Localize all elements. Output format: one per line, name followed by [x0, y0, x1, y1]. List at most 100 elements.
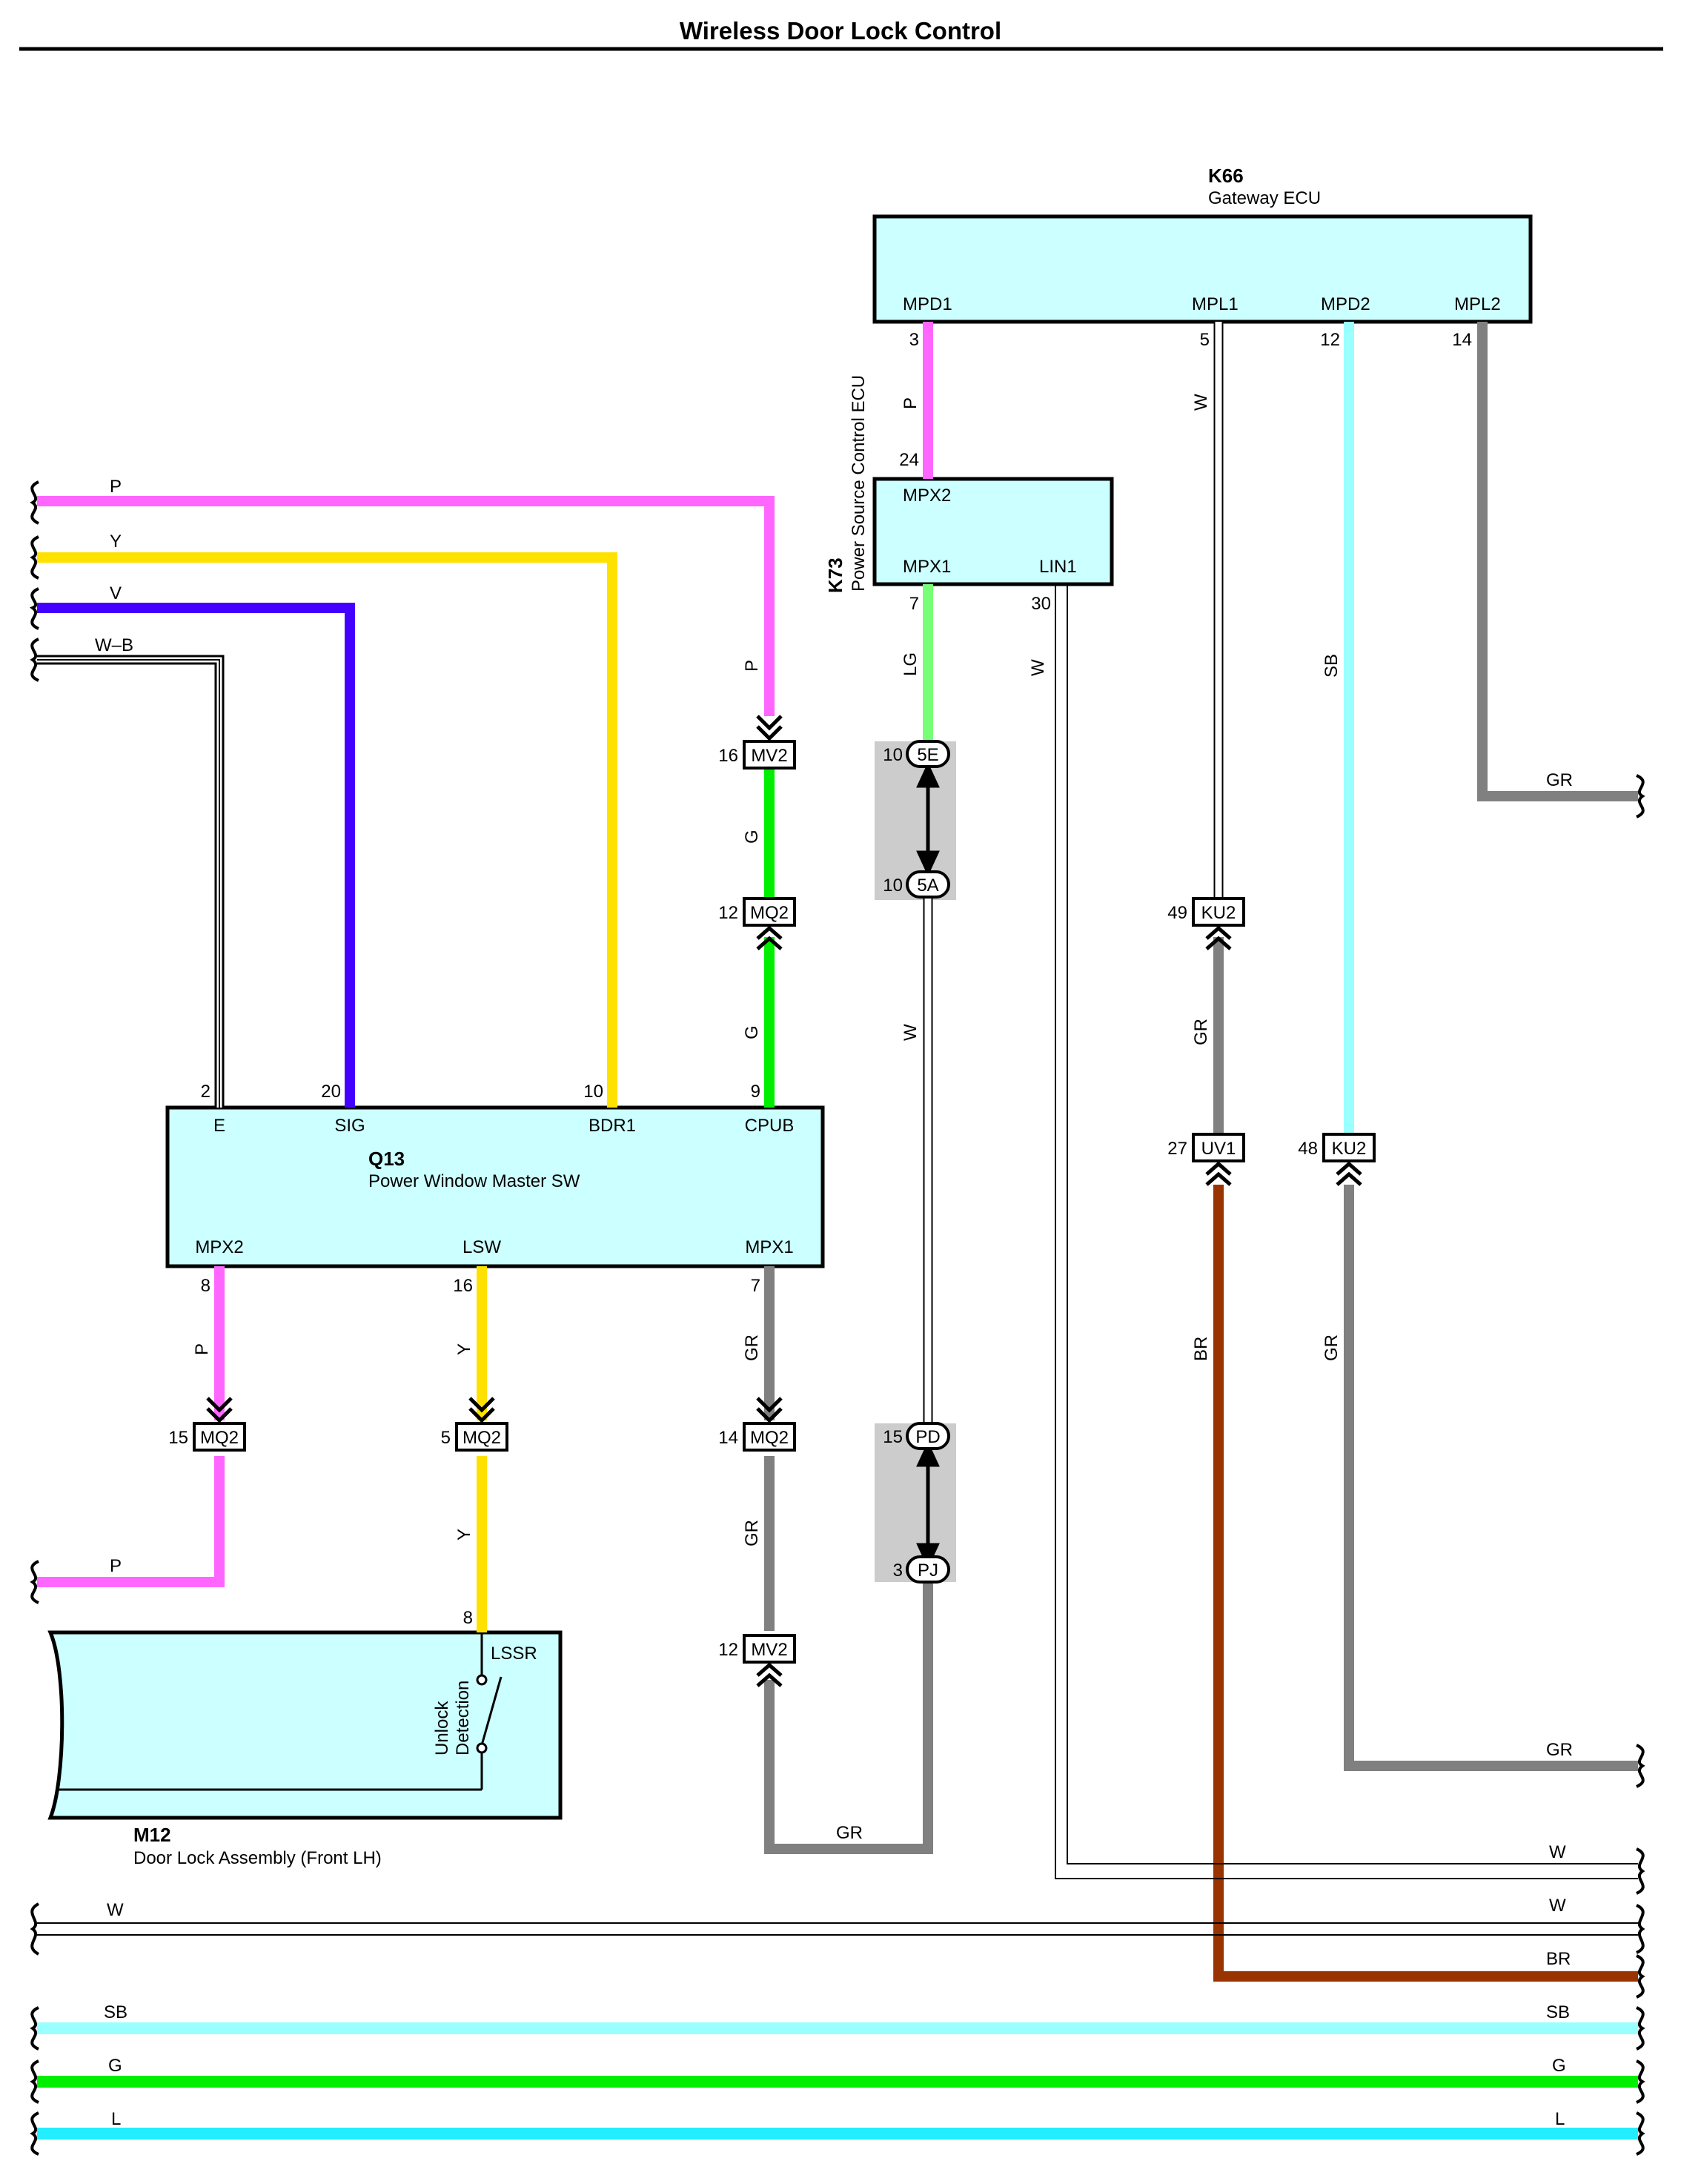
wire-label-left-y: Y	[110, 532, 122, 552]
wire-label-g-right: G	[1552, 2056, 1566, 2076]
break-mark-right-l	[1636, 2111, 1645, 2156]
power-source-pin-number-7: 7	[909, 594, 919, 614]
window-switch-pin-number-20: 20	[321, 1082, 341, 1102]
wire-label-q13-y: Y	[454, 1343, 474, 1355]
gateway-pin-number-3: 3	[909, 330, 919, 350]
chevron-mv2-12	[756, 1662, 783, 1687]
wire-label-k66-mpl1-w: W	[1191, 394, 1211, 411]
wire-label-mq2-gr-low: GR	[742, 1520, 762, 1546]
wire-label-left-v: V	[110, 583, 122, 603]
break-mark-right-g	[1636, 2059, 1645, 2104]
break-mark-left-wb	[30, 638, 39, 682]
splice-5a	[906, 870, 950, 899]
door-lock-switch-label-1: Unlock	[432, 1701, 452, 1756]
connector-mv2-12	[743, 1634, 796, 1664]
break-mark-left-p-low	[30, 1560, 39, 1604]
diagram-title: Wireless Door Lock Control	[680, 17, 1001, 44]
power-source-pin-mpx1: MPX1	[903, 557, 951, 577]
break-mark-right-br	[1636, 1954, 1645, 1999]
splice-arrowhead-lower-bottom	[916, 1543, 940, 1569]
wire-label-k73-lg: LG	[901, 652, 921, 676]
connector-mq2-12	[743, 897, 796, 927]
door-lock-switch-label-2: Detection	[453, 1681, 473, 1756]
wire-label-g-low: G	[742, 1025, 762, 1039]
window-switch-pin-mpx1: MPX1	[745, 1237, 793, 1257]
connector-id-mv2-12: MV2	[751, 1640, 787, 1660]
gateway-pin-mpd2: MPD2	[1321, 294, 1370, 314]
wire-label-l-right: L	[1555, 2109, 1565, 2129]
window-master-switch-box	[165, 1105, 825, 1268]
connector-id-uv1-27: UV1	[1201, 1139, 1236, 1159]
break-mark-right-w-2	[1636, 1904, 1645, 1954]
wire-label-w-right-2: W	[1549, 1896, 1566, 1916]
window-switch-pin-number-7: 7	[751, 1276, 760, 1296]
wire-wb-left-to-e-core	[37, 659, 220, 1108]
gateway-pin-number-12: 12	[1320, 330, 1340, 350]
connector-id-5a: 5A	[917, 876, 938, 896]
wire-label-sb-left: SB	[104, 2002, 127, 2022]
window-switch-pin-number-8: 8	[201, 1276, 210, 1296]
window-switch-pin-number-16: 16	[453, 1276, 473, 1296]
connector-id-5e: 5E	[917, 745, 938, 765]
connector-id-mq2-14: MQ2	[750, 1428, 789, 1448]
wire-label-mv2-p: P	[742, 660, 762, 672]
splice-pj	[906, 1555, 950, 1584]
break-mark-left-l	[30, 2111, 39, 2156]
connector-pin-mv2-12: 12	[718, 1640, 738, 1660]
break-mark-left-v	[29, 587, 39, 630]
gateway-pin-mpl2: MPL2	[1454, 294, 1501, 314]
wire-label-mq2-y-low: Y	[454, 1529, 474, 1541]
window-switch-pin-e: E	[213, 1116, 225, 1136]
wire-gr-ku2-to-right	[1344, 1185, 1638, 1771]
chevron-mq2-15	[206, 1397, 233, 1423]
wire-label-k66-k73-p: P	[901, 397, 921, 409]
splice-arrowhead-lower-top	[916, 1441, 940, 1467]
break-mark-left-w	[30, 1902, 40, 1956]
wire-label-l-left: L	[111, 2109, 121, 2129]
door-lock-switch-contact-bottom	[476, 1742, 488, 1754]
window-switch-pin-sig: SIG	[334, 1116, 365, 1136]
chevron-uv1-27	[1205, 1161, 1232, 1186]
wire-label-w-right-1: W	[1549, 1842, 1566, 1862]
power-source-code: K73	[824, 557, 846, 593]
wire-p-left-to-mv2	[37, 496, 775, 716]
splice-arrowhead-upper-top	[916, 762, 940, 788]
door-lock-switch-contact-top	[476, 1674, 488, 1686]
connector-mv2-16	[743, 740, 796, 770]
window-switch-pin-number-10: 10	[583, 1082, 603, 1102]
door-lock-pin-lssr: LSSR	[491, 1644, 537, 1664]
connector-pin-mq2-14: 14	[718, 1428, 738, 1448]
window-switch-pin-cpub: CPUB	[745, 1116, 795, 1136]
wire-label-gr-bottom: GR	[836, 1823, 863, 1843]
break-mark-right-gr-low	[1636, 1744, 1645, 1788]
wire-p-mq2-to-left	[37, 1456, 225, 1587]
break-mark-left-p	[30, 480, 40, 525]
gateway-pin-mpd1: MPD1	[903, 294, 952, 314]
wire-label-g-left: G	[108, 2056, 122, 2076]
connector-pin-5e: 10	[883, 745, 903, 765]
power-source-pin-mpx2: MPX2	[903, 486, 951, 506]
gateway-name: Gateway ECU	[1208, 188, 1321, 208]
break-mark-right-sb	[1636, 2006, 1645, 2051]
break-mark-right-gr-top	[1636, 774, 1645, 818]
connector-mq2-15	[193, 1422, 246, 1452]
wire-label-q13-gr: GR	[742, 1334, 762, 1361]
connector-pin-ku2-49: 49	[1167, 903, 1187, 923]
wire-wb-left-to-e	[37, 655, 225, 1108]
chevron-mq2-5	[468, 1397, 495, 1423]
window-switch-pin-lsw: LSW	[462, 1237, 501, 1257]
wire-label-gr-right-ku2: GR	[1546, 1740, 1573, 1760]
wire-label-sb-right: SB	[1546, 2002, 1570, 2022]
wire-label-left-p: P	[110, 477, 122, 497]
wire-gr-mpl2-to-right	[1477, 322, 1638, 801]
connector-pin-ku2-48: 48	[1298, 1139, 1318, 1159]
break-mark-left-y	[30, 535, 39, 580]
connector-id-pd: PD	[915, 1427, 940, 1447]
window-switch-name: Power Window Master SW	[368, 1171, 580, 1191]
power-source-ecu-box	[872, 477, 1114, 586]
door-lock-assembly-box	[47, 1630, 563, 1820]
wire-br-uv1-to-right	[1213, 1185, 1638, 1982]
connector-id-mq2-15: MQ2	[200, 1428, 239, 1448]
wire-wb-left-to-e-inner	[37, 657, 222, 1108]
connector-uv1-27	[1192, 1133, 1245, 1162]
